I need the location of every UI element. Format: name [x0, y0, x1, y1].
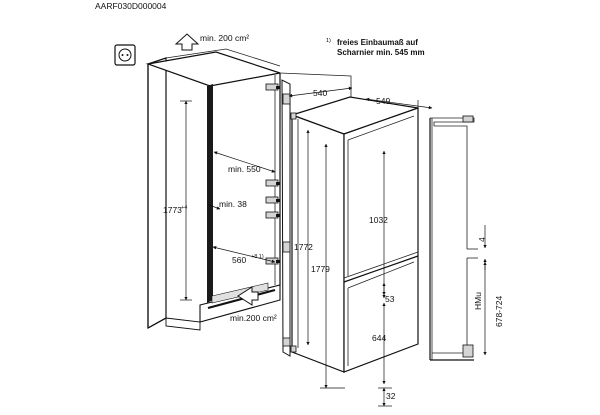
footnote-line-2: Scharnier min. 545 mm — [337, 48, 425, 57]
dimension-niche-height — [180, 100, 192, 301]
height-1772-label: 1772 — [294, 242, 313, 252]
footnote-line-1: freies Einbaumaß auf — [337, 38, 418, 47]
dimension-32 — [378, 387, 392, 407]
height-1032-label: 1032 — [369, 215, 388, 225]
open-door — [279, 72, 352, 357]
footnote-marker: 1) — [326, 38, 331, 44]
min-550-label: min. 550 — [228, 164, 261, 174]
document-code: AARF030D000004 — [95, 1, 167, 11]
depth-549-label: 549 — [376, 96, 390, 106]
footnote: 1) freies Einbaumaß auf Scharnier min. 5… — [326, 38, 425, 57]
side-hmu-label: HMu — [473, 292, 483, 310]
niche-height-sup: +4 — [181, 205, 187, 211]
width-560-sup: +8 1) — [251, 254, 264, 260]
power-socket-icon — [114, 44, 136, 66]
cabinet-niche — [145, 48, 281, 331]
width-560-label: 560 — [232, 255, 246, 265]
vent-bottom-label: min.200 cm² — [230, 313, 277, 323]
vent-top-label: min. 200 cm² — [200, 33, 249, 43]
dimension-depth-540 — [288, 86, 353, 98]
height-1779-label: 1779 — [311, 264, 330, 274]
dimension-min-38 — [208, 204, 221, 210]
dimension-depth-549 — [365, 97, 433, 113]
dimension-min-550 — [213, 151, 276, 173]
dim-32-label: 32 — [386, 391, 396, 401]
airflow-left-arrow-icon — [237, 286, 259, 306]
niche-height-label: 1773 — [163, 205, 182, 215]
dimension-width-560 — [212, 246, 276, 263]
side-4-label: 4 — [477, 237, 487, 242]
airflow-up-arrow-icon — [174, 33, 200, 51]
depth-540-label: 540 — [313, 88, 327, 98]
side-range-label: 678-724 — [494, 296, 504, 327]
dimension-height-1779 — [320, 143, 345, 389]
refrigerator-unit — [290, 96, 419, 373]
dim-53-label: 53 — [385, 294, 395, 304]
height-644-label: 644 — [372, 333, 386, 343]
side-profile — [429, 115, 478, 361]
min-38-label: min. 38 — [219, 199, 247, 209]
